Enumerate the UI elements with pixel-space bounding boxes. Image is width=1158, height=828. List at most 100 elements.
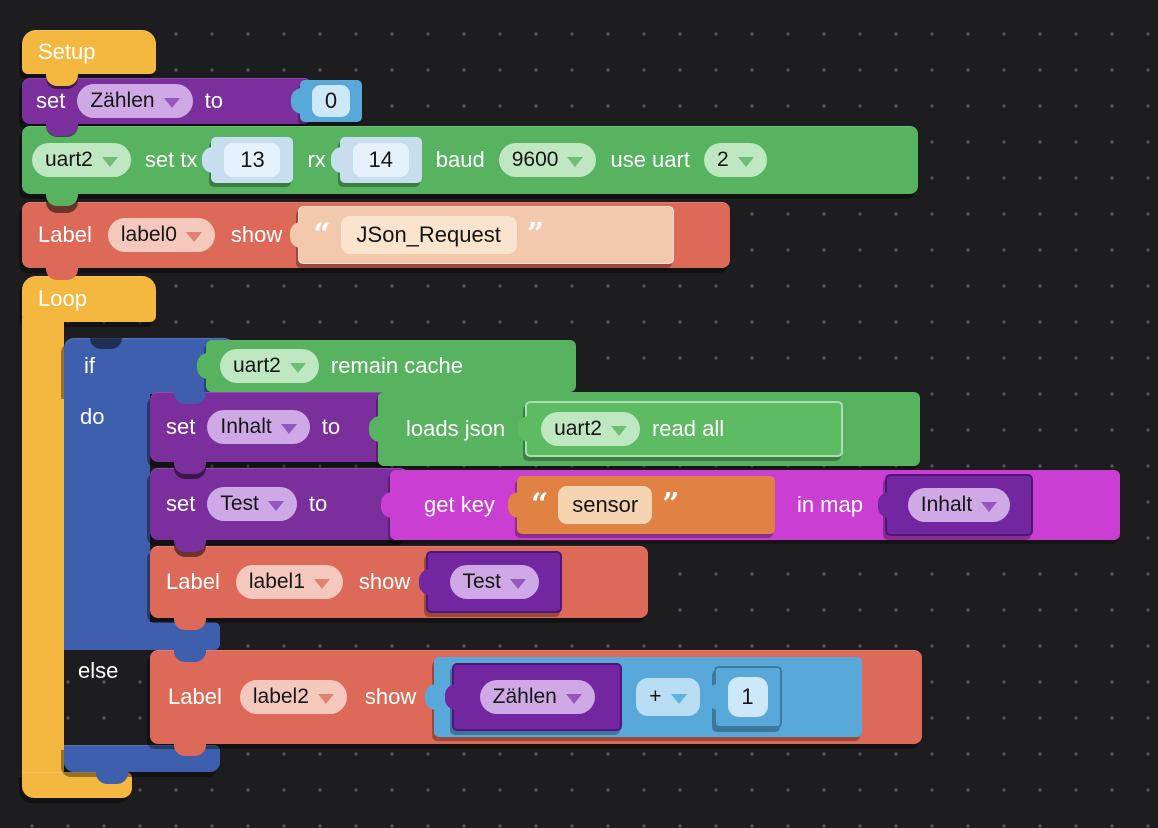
- puzzle-tab: [445, 684, 457, 710]
- string-field[interactable]: sensor: [558, 486, 653, 524]
- block-connector-bump: [46, 265, 78, 280]
- dropdown-arrow-icon: [163, 97, 180, 108]
- dropdown-arrow-icon: [280, 423, 297, 434]
- variable-value-block[interactable]: Test: [419, 551, 563, 613]
- rx-pin-value-block[interactable]: 14: [330, 137, 422, 183]
- variable-name: Zählen: [492, 685, 557, 708]
- get-key-block[interactable]: get key “ sensor ” in map Inhalt: [381, 470, 1120, 540]
- variable-value-block[interactable]: Inhalt: [877, 474, 1033, 536]
- label-id-dropdown[interactable]: label0: [107, 218, 215, 252]
- number-value-block[interactable]: 1: [706, 666, 782, 728]
- string-field[interactable]: JSon_Request: [340, 216, 517, 254]
- tx-pin-value-block[interactable]: 13: [202, 137, 294, 183]
- puzzle-tab: [518, 416, 530, 442]
- dropdown-arrow-icon: [670, 693, 687, 704]
- variable-dropdown[interactable]: Zählen: [77, 84, 193, 118]
- rx-keyword: rx: [307, 147, 326, 172]
- dropdown-arrow-icon: [313, 578, 330, 589]
- number-field[interactable]: 0: [312, 85, 350, 117]
- show-keyword: show: [364, 684, 417, 709]
- rx-pin-field[interactable]: 14: [352, 143, 409, 177]
- puzzle-tab: [197, 353, 208, 379]
- uart-number: 2: [716, 148, 729, 171]
- set-keyword: set: [166, 414, 196, 439]
- uart-port: uart2: [45, 148, 93, 171]
- close-quote-icon: ”: [662, 487, 680, 522]
- uart-port-dropdown[interactable]: uart2: [32, 143, 131, 177]
- uart-number-dropdown[interactable]: 2: [703, 143, 767, 177]
- variable-name: Test: [462, 570, 502, 593]
- baud-value: 9600: [511, 148, 559, 171]
- block-connector-bump: [174, 461, 206, 474]
- label-show-block[interactable]: Label label2 show Zählen + 1: [150, 650, 922, 756]
- set-variable-block[interactable]: set Test to: [150, 468, 408, 552]
- variable-dropdown[interactable]: Inhalt: [907, 488, 1011, 522]
- dropdown-arrow-icon: [981, 501, 998, 512]
- set-tx-keyword: set tx: [144, 147, 198, 172]
- puzzle-tab: [419, 569, 431, 595]
- puzzle-tab: [202, 147, 214, 173]
- open-quote-icon: “: [530, 487, 549, 522]
- block-connector-bump: [46, 123, 78, 136]
- get-key-keyword: get key: [424, 492, 495, 517]
- label-id: label2: [252, 685, 309, 708]
- variable-name: Inhalt: [920, 493, 973, 516]
- tx-pin-field[interactable]: 13: [224, 143, 281, 177]
- operator: +: [649, 685, 662, 708]
- uart-port-dropdown[interactable]: uart2: [541, 412, 640, 446]
- uart-port-dropdown[interactable]: uart2: [220, 349, 319, 383]
- loads-json-block[interactable]: loads json uart2 read all: [369, 392, 920, 466]
- string-value-block[interactable]: “ sensor ”: [507, 476, 775, 534]
- number-value-block[interactable]: 0: [291, 80, 362, 122]
- block-connector-bump: [174, 617, 206, 630]
- to-keyword: to: [321, 414, 341, 439]
- baud-dropdown[interactable]: 9600: [498, 143, 597, 177]
- operator-dropdown[interactable]: +: [636, 678, 700, 716]
- variable-dropdown[interactable]: Test: [449, 565, 540, 599]
- label-keyword: Label: [166, 569, 220, 594]
- label-keyword: Label: [168, 684, 222, 709]
- puzzle-tab: [290, 222, 302, 248]
- dropdown-arrow-icon: [737, 156, 754, 167]
- if-left-column[interactable]: [64, 392, 150, 622]
- puzzle-tab: [706, 684, 718, 710]
- label-show-block[interactable]: Label label1 show Test: [150, 546, 648, 630]
- label-id-dropdown[interactable]: label2: [239, 680, 347, 714]
- dropdown-arrow-icon: [185, 231, 202, 242]
- arithmetic-block[interactable]: Zählen + 1: [425, 657, 863, 737]
- variable-value-block[interactable]: Zählen: [445, 663, 623, 731]
- puzzle-tab: [877, 492, 889, 518]
- variable-dropdown[interactable]: Test: [207, 487, 297, 521]
- label-show-block[interactable]: Label label0 show “ JSon_Request ”: [22, 202, 730, 280]
- number-field[interactable]: 1: [727, 677, 768, 717]
- setup-hat-block[interactable]: Setup: [22, 30, 156, 86]
- block-connector-bump: [96, 772, 128, 784]
- open-quote-icon: “: [313, 217, 331, 252]
- show-keyword: show: [358, 569, 411, 594]
- puzzle-tab: [507, 492, 519, 518]
- else-keyword: else: [78, 658, 119, 683]
- setup-label: Setup: [38, 39, 96, 64]
- do-keyword: do: [80, 404, 105, 429]
- dropdown-arrow-icon: [567, 156, 584, 167]
- label-id: label0: [120, 223, 177, 246]
- block-connector-bump: [46, 193, 78, 206]
- puzzle-tab: [381, 492, 392, 518]
- loads-json-keyword: loads json: [406, 416, 506, 441]
- uart-read-all-block[interactable]: uart2 read all: [518, 401, 844, 457]
- use-uart-keyword: use uart: [610, 147, 690, 172]
- loop-left-column[interactable]: [22, 318, 64, 774]
- uart-remain-cache-block[interactable]: uart2 remain cache: [197, 340, 576, 392]
- label-id: label1: [248, 570, 305, 593]
- set-variable-block[interactable]: set Zählen to: [22, 78, 312, 136]
- loop-hat-block[interactable]: Loop: [22, 276, 156, 322]
- to-keyword: to: [308, 491, 328, 516]
- variable-dropdown[interactable]: Zählen: [479, 680, 595, 714]
- uart-init-block[interactable]: uart2 set tx 13 rx 14 baud 9600 use uart…: [22, 126, 918, 206]
- string-value-block[interactable]: “ JSon_Request ”: [290, 206, 675, 264]
- dropdown-arrow-icon: [101, 156, 118, 167]
- label-id-dropdown[interactable]: label1: [235, 565, 343, 599]
- variable-dropdown[interactable]: Inhalt: [207, 410, 310, 444]
- baud-keyword: baud: [435, 147, 485, 172]
